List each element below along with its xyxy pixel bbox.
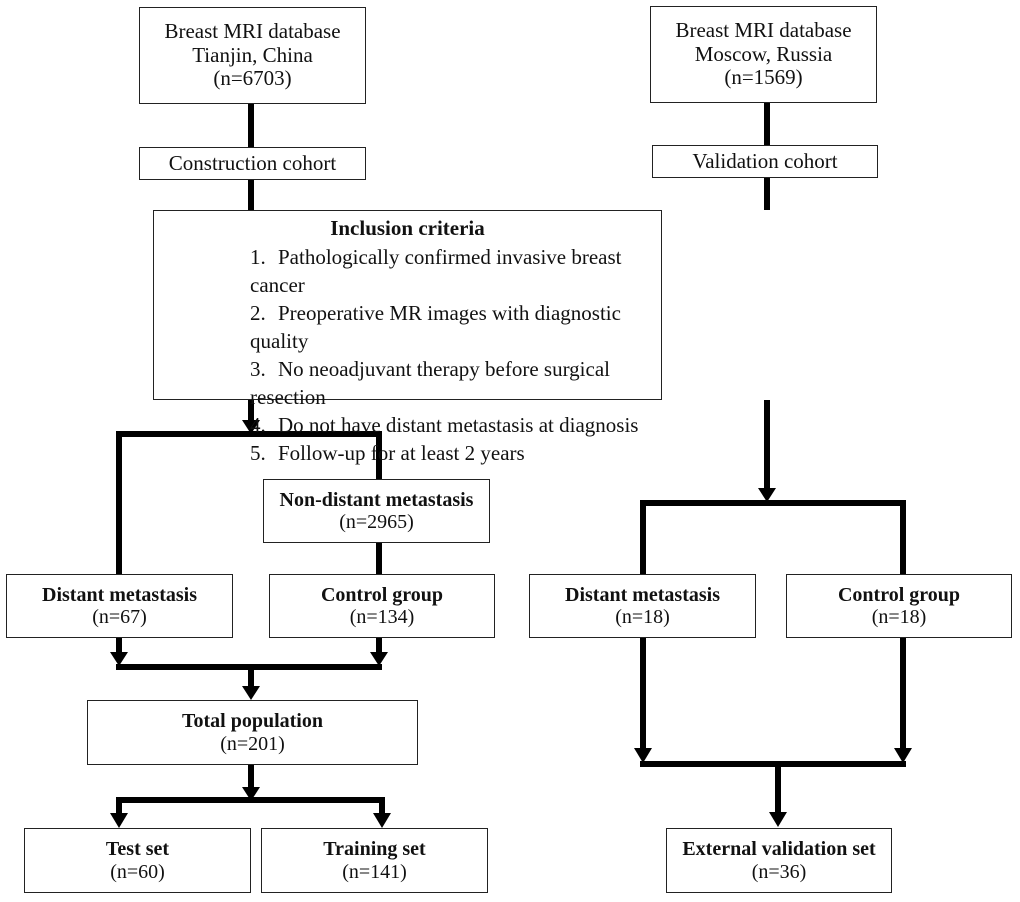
control-group-right-box: Control group (n=18) bbox=[786, 574, 1012, 638]
training-count: (n=141) bbox=[342, 860, 407, 883]
criteria-item: 5. Follow-up for at least 2 years bbox=[250, 439, 661, 467]
arrowhead bbox=[758, 488, 776, 502]
moscow-location: Moscow, Russia bbox=[694, 41, 833, 66]
test-count: (n=60) bbox=[110, 860, 165, 883]
split-left bbox=[116, 431, 382, 574]
inclusion-criteria-list: 1.Pathologically confirmed invasive brea… bbox=[154, 243, 661, 467]
criteria-item: 4. Do not have distant metastasis at diag… bbox=[250, 411, 661, 439]
training-set-box: Training set (n=141) bbox=[261, 828, 488, 893]
criteria-item: 1.Pathologically confirmed invasive brea… bbox=[250, 243, 661, 299]
test-label: Test set bbox=[105, 838, 170, 861]
criteria-text: Follow-up for at least 2 years bbox=[278, 440, 525, 465]
training-label: Training set bbox=[323, 838, 426, 861]
criteria-number: 3. bbox=[250, 356, 266, 381]
distant-right-count: (n=18) bbox=[615, 606, 670, 628]
distant-right-label: Distant metastasis bbox=[565, 583, 720, 606]
external-count: (n=36) bbox=[751, 860, 807, 883]
criteria-number: 2. bbox=[250, 300, 266, 325]
split-total bbox=[116, 797, 385, 814]
criteria-item: 2.Preoperative MR images with diagnostic… bbox=[250, 299, 661, 355]
total-label: Total population bbox=[182, 710, 323, 733]
total-population-box: Total population (n=201) bbox=[87, 700, 418, 765]
tianjin-count: (n=6703) bbox=[213, 66, 292, 91]
arrowhead bbox=[110, 652, 128, 666]
criteria-number: 1. bbox=[250, 244, 266, 269]
arrowhead bbox=[242, 686, 260, 700]
test-set-box: Test set (n=60) bbox=[24, 828, 251, 893]
construction-cohort-label: Construction cohort bbox=[168, 150, 337, 175]
split-right bbox=[640, 500, 906, 574]
arrowhead bbox=[370, 652, 388, 666]
non-distant-label: Non-distant metastasis bbox=[279, 488, 474, 511]
criteria-item: 3.No neoadjuvant therapy before surgical… bbox=[250, 355, 661, 411]
criteria-text: No neoadjuvant therapy before surgical r… bbox=[250, 356, 610, 409]
control-right-count: (n=18) bbox=[871, 606, 927, 628]
tianjin-db-label: Breast MRI database bbox=[164, 19, 341, 44]
validation-cohort-label: Validation cohort bbox=[692, 148, 838, 173]
arrowhead bbox=[242, 420, 260, 434]
external-validation-set-box: External validation set (n=36) bbox=[666, 828, 892, 893]
validation-cohort-box: Validation cohort bbox=[652, 145, 878, 178]
criteria-number: 4. bbox=[250, 412, 266, 437]
distant-left-label: Distant metastasis bbox=[42, 583, 197, 606]
inclusion-criteria-title: Inclusion criteria bbox=[330, 216, 485, 240]
arrowhead bbox=[110, 813, 128, 828]
criteria-number: 5. bbox=[250, 440, 266, 465]
arrowhead bbox=[634, 748, 652, 763]
criteria-text: Pathologically confirmed invasive breast… bbox=[250, 244, 622, 297]
moscow-database-box: Breast MRI database Moscow, Russia (n=15… bbox=[650, 6, 877, 103]
moscow-count: (n=1569) bbox=[724, 65, 803, 90]
tianjin-location: Tianjin, China bbox=[192, 42, 313, 67]
control-left-label: Control group bbox=[320, 583, 444, 606]
non-distant-metastasis-box: Non-distant metastasis (n=2965) bbox=[263, 479, 490, 543]
moscow-db-label: Breast MRI database bbox=[675, 18, 852, 43]
criteria-text: Do not have distant metastasis at diagno… bbox=[278, 412, 639, 437]
external-label: External validation set bbox=[682, 838, 876, 861]
distant-left-count: (n=67) bbox=[92, 606, 147, 628]
inclusion-criteria-box: Inclusion criteria 1.Pathologically conf… bbox=[153, 210, 662, 465]
arrowhead bbox=[894, 748, 912, 763]
arrowhead bbox=[242, 787, 260, 801]
construction-cohort-box: Construction cohort bbox=[139, 147, 366, 180]
tianjin-database-box: Breast MRI database Tianjin, China (n=67… bbox=[139, 7, 366, 104]
distant-metastasis-left-box: Distant metastasis (n=67) bbox=[6, 574, 233, 638]
arrowhead bbox=[769, 812, 787, 827]
control-group-left-box: Control group (n=134) bbox=[269, 574, 495, 638]
criteria-text: Preoperative MR images with diagnostic q… bbox=[250, 300, 621, 353]
control-left-count: (n=134) bbox=[349, 606, 415, 628]
control-right-label: Control group bbox=[837, 583, 961, 606]
total-count: (n=201) bbox=[220, 732, 285, 755]
distant-metastasis-right-box: Distant metastasis (n=18) bbox=[529, 574, 756, 638]
non-distant-count: (n=2965) bbox=[339, 511, 414, 533]
arrowhead bbox=[373, 813, 391, 828]
